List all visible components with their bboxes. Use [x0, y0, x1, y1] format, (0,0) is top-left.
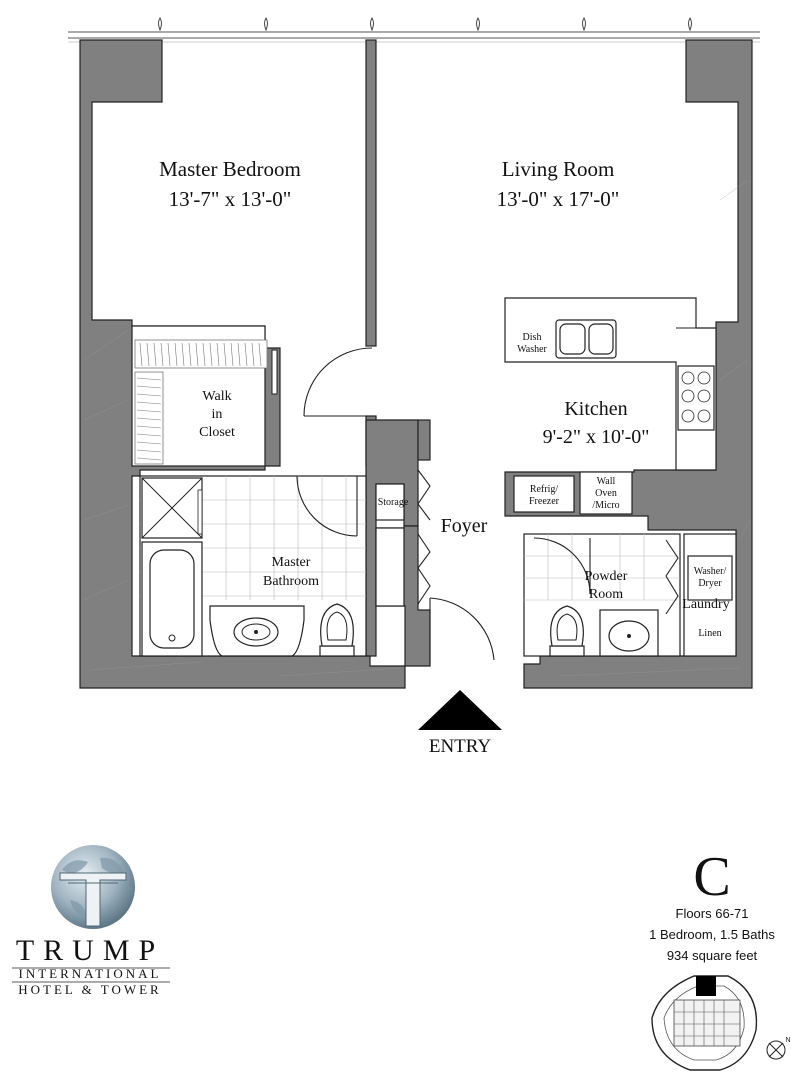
kitchen-fixtures: [504, 297, 717, 515]
brand-hotel-tower: HOTEL & TOWER: [18, 982, 161, 997]
powder-room-label-1: Powder: [585, 569, 628, 584]
dishwasher-label-2: Washer: [517, 344, 547, 355]
closet-label-2: in: [212, 407, 223, 422]
wall-texture: [83, 179, 751, 677]
entry-arrow-icon: [418, 690, 502, 730]
unit-highlight-icon: [696, 976, 716, 996]
master-bedroom-name: Master Bedroom: [159, 157, 301, 181]
washer-dryer-label-2: Dryer: [698, 578, 722, 589]
bathroom-label-1: Master: [272, 555, 311, 570]
window-wall: [68, 17, 760, 43]
living-room-name: Living Room: [502, 157, 615, 181]
brand-trump: TRUMP: [16, 934, 164, 967]
unit-floors: Floors 66-71: [676, 906, 749, 921]
trump-globe-logo: [51, 845, 135, 929]
storage-closets: [375, 469, 495, 666]
unit-letter: C: [693, 846, 730, 908]
unit-beds-baths: 1 Bedroom, 1.5 Baths: [649, 927, 775, 942]
wall-oven-label-3: /Micro: [592, 500, 619, 511]
refrigerator-label-2: Freezer: [529, 496, 560, 507]
wall-oven-label-2: Oven: [595, 488, 617, 499]
wall-oven-label-1: Wall: [597, 476, 616, 487]
kitchen-size: 9'-2" x 10'-0": [543, 426, 650, 448]
bathroom-label-2: Bathroom: [263, 574, 319, 589]
living-room-size: 13'-0" x 17'-0": [497, 187, 620, 211]
washer-dryer-label-1: Washer/: [694, 566, 727, 577]
closet-label-1: Walk: [202, 389, 231, 404]
brand-international: INTERNATIONAL: [19, 966, 162, 981]
foyer-label: Foyer: [441, 515, 488, 537]
closet-label-3: Closet: [199, 425, 235, 440]
walk-in-closet: [131, 325, 278, 467]
storage-label: Storage: [378, 497, 409, 508]
master-bathroom-fixtures: [139, 475, 367, 657]
key-plan: [651, 975, 758, 1071]
refrigerator-label-1: Refrig/: [530, 484, 559, 495]
kitchen-name: Kitchen: [564, 398, 627, 420]
bedroom-door: [303, 347, 373, 417]
laundry-label: Laundry: [682, 597, 729, 612]
linen-label: Linen: [698, 628, 721, 639]
powder-room-label-2: Room: [589, 587, 623, 602]
master-bedroom-size: 13'-7" x 13'-0": [169, 187, 292, 211]
compass-label: N: [785, 1037, 790, 1044]
entry-label: ENTRY: [429, 736, 492, 757]
unit-area: 934 square feet: [667, 948, 758, 963]
north-compass-icon: [766, 1040, 786, 1060]
dishwasher-label-1: Dish: [523, 332, 542, 343]
powder-room-fixtures: [523, 533, 737, 657]
